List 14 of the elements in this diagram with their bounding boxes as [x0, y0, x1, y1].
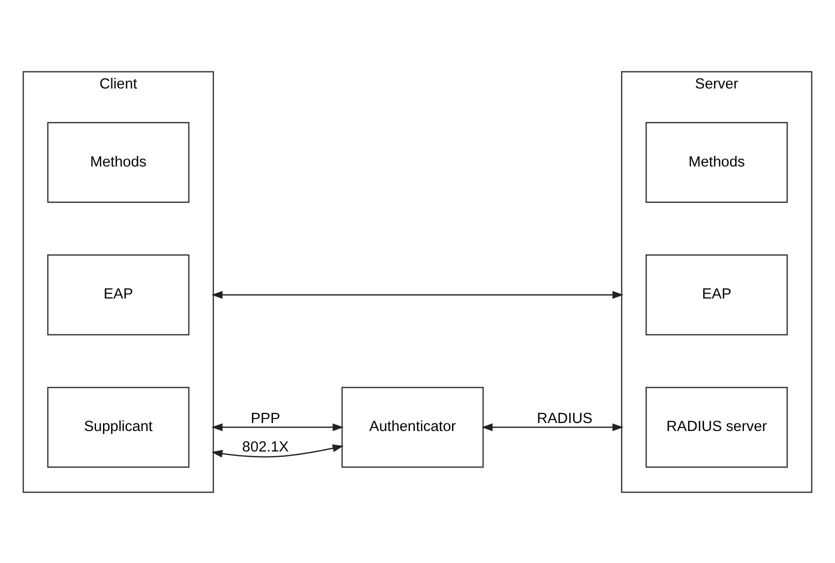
node-box: EAP: [47, 254, 190, 335]
node-box: EAP: [646, 254, 788, 335]
edge-label: RADIUS: [536, 410, 592, 427]
edge-label: PPP: [250, 410, 280, 427]
arrow: [212, 290, 624, 298]
node-box: Authenticator: [341, 386, 484, 468]
node-box: Methods: [47, 121, 190, 202]
arrow: [212, 422, 344, 431]
arrow: [212, 444, 344, 458]
edge-label: 802.1X: [242, 438, 289, 455]
arrow: [482, 422, 624, 431]
node-box: Methods: [646, 121, 788, 202]
node-box: Supplicant: [47, 386, 190, 468]
node-box: RADIUS server: [646, 386, 788, 468]
